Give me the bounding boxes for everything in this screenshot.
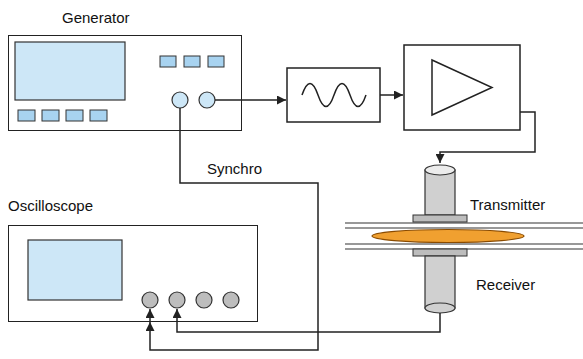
pipe-wall [345, 222, 583, 223]
generator-output [172, 92, 188, 108]
transmitter-top [425, 165, 455, 175]
signal-wire [215, 99, 286, 101]
pipe-wall [345, 243, 583, 244]
signal-wire [440, 112, 535, 163]
sync-stub [149, 309, 151, 322]
generator-button [66, 110, 83, 121]
oscilloscope-input [169, 292, 185, 308]
sync-wire [150, 131, 318, 350]
sample [372, 230, 524, 243]
generator-output [199, 92, 215, 108]
sine-symbol [302, 84, 366, 107]
oscilloscope-input [196, 292, 212, 308]
signal-name: Synchro [205, 160, 264, 178]
part-label: Receiver [476, 276, 535, 294]
receiver-bottom [425, 303, 455, 313]
signal-wire [380, 94, 403, 96]
oscilloscope-input [142, 292, 158, 308]
generator-button [18, 110, 35, 121]
amplifier-box [404, 45, 520, 130]
oscilloscope-screen [28, 240, 122, 300]
oscilloscope-input [223, 292, 239, 308]
generator-button [184, 56, 200, 67]
device-label: Oscilloscope [8, 197, 93, 215]
flange [413, 249, 467, 256]
receiver-wire [177, 309, 440, 332]
generator-screen [15, 42, 125, 100]
sync-stub [179, 108, 181, 131]
part-label: Transmitter [470, 196, 545, 214]
amplifier-symbol [432, 60, 492, 115]
generator-button [90, 110, 107, 121]
device-label: Generator [62, 9, 130, 27]
pipe-wall [345, 227, 583, 228]
flange [413, 215, 467, 222]
generator-node: Generator [8, 8, 242, 131]
generator-button [42, 110, 59, 121]
transmitter-body [425, 170, 455, 215]
generator-button [160, 56, 176, 67]
generator-button [208, 56, 224, 67]
generator-housing [8, 35, 242, 131]
oscilloscope-node: Oscilloscope [8, 197, 258, 322]
receiver-body [425, 256, 455, 308]
oscilloscope-housing [8, 225, 258, 322]
filter-box [287, 68, 380, 122]
